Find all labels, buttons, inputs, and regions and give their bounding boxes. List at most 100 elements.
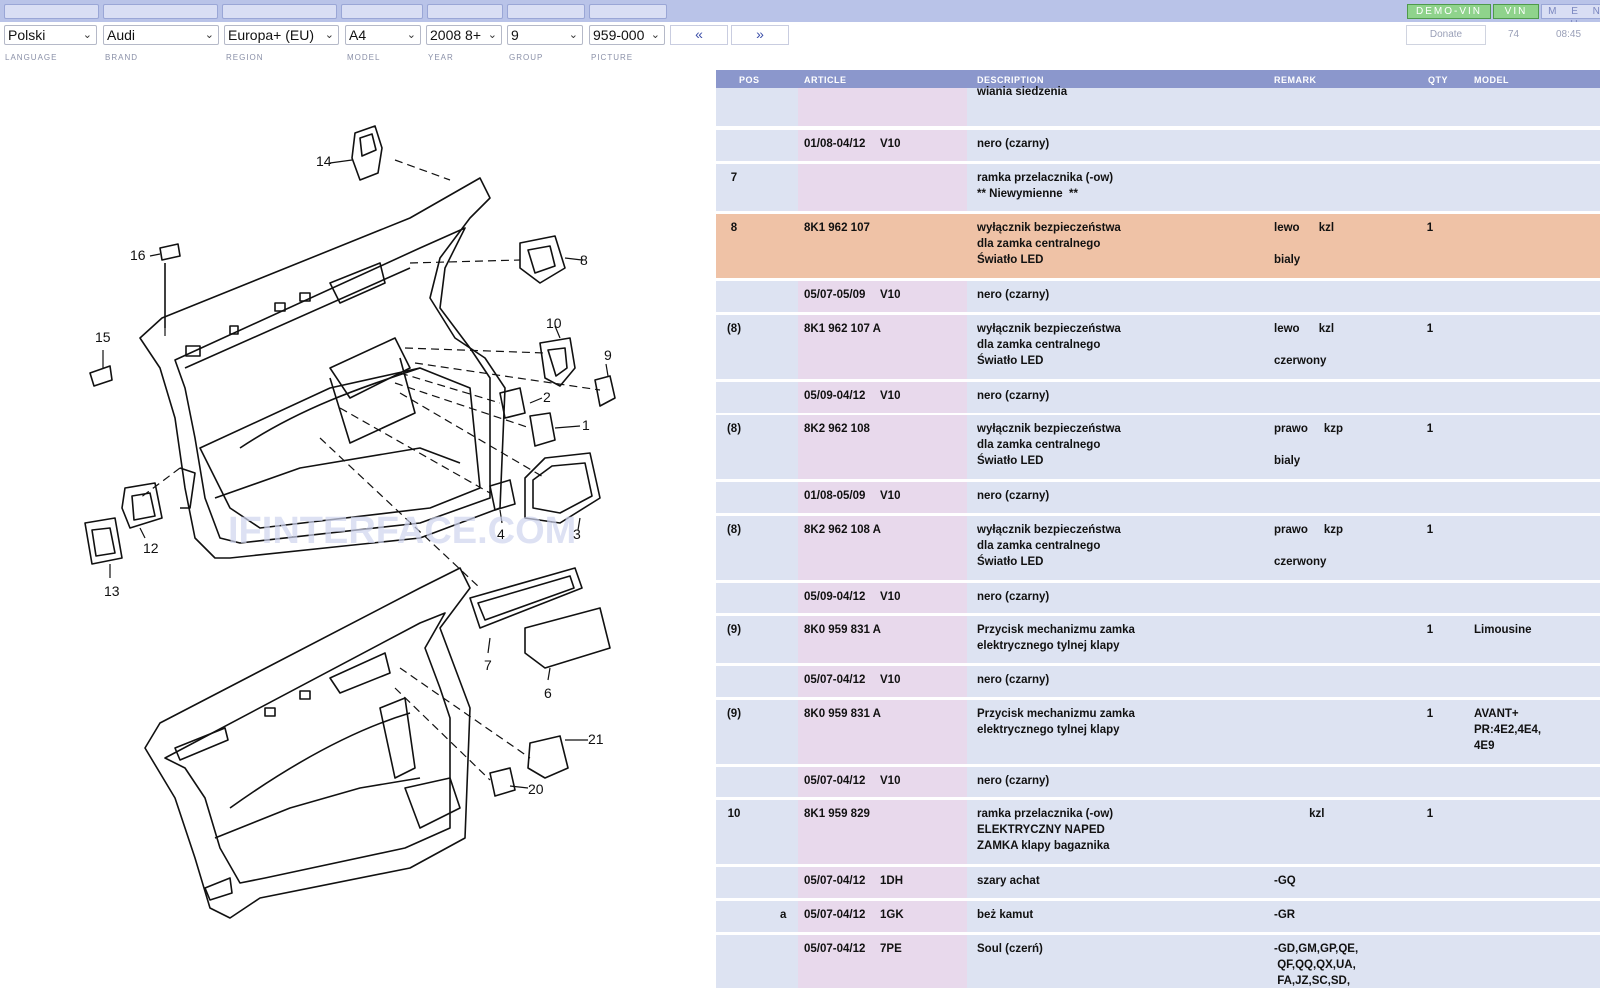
cell-code: 1DH — [880, 875, 904, 887]
callout-10[interactable]: 10 — [546, 315, 562, 331]
callout-20[interactable]: 20 — [528, 781, 544, 797]
cell-article[interactable]: 05/07-04/12 — [804, 775, 866, 787]
article-column-bg — [798, 130, 967, 161]
tab-7[interactable] — [589, 4, 667, 19]
parts-diagram[interactable]: IFINTERFACE.COM 14 16 15 8 10 9 2 1 12 1… — [0, 68, 716, 988]
menu-button[interactable]: M E N U — [1541, 4, 1600, 30]
demo-vin-button[interactable]: DEMO-VIN — [1407, 4, 1491, 19]
cell-article[interactable]: 05/07-04/12 — [804, 875, 866, 887]
table-row[interactable]: 05/09-04/12 V10 nero (czarny) — [716, 583, 1600, 616]
cell-article[interactable]: 8K1 962 107 A — [804, 323, 881, 335]
callout-16[interactable]: 16 — [130, 247, 146, 263]
cell-code: 7PE — [880, 943, 902, 955]
cell-model: AVANT+ PR:4E2,4E4, 4E9 — [1474, 708, 1542, 752]
cell-article[interactable]: 8K0 959 831 A — [804, 708, 881, 720]
vin-button[interactable]: VIN — [1493, 4, 1539, 19]
cell-article[interactable]: 8K0 959 831 A — [804, 624, 881, 636]
cell-description: wyłącznik bezpieczeństwa dla zamka centr… — [977, 524, 1121, 568]
time-label: 08:45 — [1556, 29, 1582, 40]
callout-9[interactable]: 9 — [604, 347, 612, 363]
chevron-down-icon: ⌄ — [324, 29, 334, 41]
region-select[interactable]: Europa+ (EU)⌄ — [224, 25, 339, 45]
cell-pos: 7 — [730, 172, 738, 184]
callout-6[interactable]: 6 — [544, 685, 552, 701]
callout-3[interactable]: 3 — [573, 526, 581, 542]
article-column-bg — [798, 901, 967, 932]
cell-description: nero (czarny) — [977, 591, 1050, 603]
tab-2[interactable] — [103, 4, 218, 19]
callout-12[interactable]: 12 — [143, 540, 159, 556]
cell-article[interactable]: 8K1 959 829 — [804, 808, 870, 820]
cell-description: Przycisk mechanizmu zamka elektrycznego … — [977, 708, 1135, 736]
callout-15[interactable]: 15 — [95, 329, 111, 345]
brand-select[interactable]: Audi⌄ — [103, 25, 219, 45]
table-row[interactable]: 7 ramka przelacznika (-ow) ** Niewymienne… — [716, 164, 1600, 214]
callout-21[interactable]: 21 — [588, 731, 604, 747]
cell-article[interactable]: 05/09-04/12 — [804, 591, 866, 603]
cell-article[interactable]: 8K1 962 107 — [804, 222, 870, 234]
callout-13[interactable]: 13 — [104, 583, 120, 599]
article-column-bg — [798, 867, 967, 898]
cell-description: Przycisk mechanizmu zamka elektrycznego … — [977, 624, 1135, 652]
callout-8[interactable]: 8 — [580, 252, 588, 268]
callout-14[interactable]: 14 — [316, 153, 332, 169]
cell-pos: 10 — [727, 808, 741, 820]
cell-remark: prawo kzp bialy — [1274, 423, 1344, 467]
cell-description: wyłącznik bezpieczeństwa dla zamka centr… — [977, 423, 1121, 467]
cell-description: beż kamut — [977, 909, 1034, 921]
cell-article[interactable]: 05/07-04/12 — [804, 943, 866, 955]
donate-button[interactable]: Donate — [1406, 25, 1486, 45]
cell-description: wiania siedzenia — [977, 86, 1068, 98]
watermark: IFINTERFACE.COM — [228, 510, 576, 552]
table-row[interactable]: wiania siedzenia — [716, 86, 1600, 129]
language-select[interactable]: Polski⌄ — [4, 25, 97, 45]
callout-2[interactable]: 2 — [543, 389, 551, 405]
tab-5[interactable] — [427, 4, 503, 19]
cell-article[interactable]: 05/07-04/12 — [804, 674, 866, 686]
callout-4[interactable]: 4 — [497, 526, 505, 542]
cell-description: ramka przelacznika (-ow) ** Niewymienne … — [977, 172, 1114, 200]
group-select[interactable]: 9⌄ — [507, 25, 583, 45]
chevron-down-icon: ⌄ — [204, 29, 214, 41]
tab-6[interactable] — [507, 4, 585, 19]
tab-1[interactable] — [4, 4, 99, 19]
article-column-bg — [798, 482, 967, 513]
article-column-bg — [798, 516, 967, 580]
article-column-bg — [798, 583, 967, 613]
article-column-bg — [798, 700, 967, 764]
cell-code: V10 — [880, 591, 901, 603]
cell-article[interactable]: 01/08-04/12 — [804, 138, 866, 150]
cell-article[interactable]: 05/09-04/12 — [804, 390, 866, 402]
year-select[interactable]: 2008 8+⌄ — [426, 25, 502, 45]
model-select[interactable]: A4⌄ — [345, 25, 421, 45]
tab-4[interactable] — [341, 4, 423, 19]
prev-picture-button[interactable]: « — [670, 25, 728, 45]
cell-article[interactable]: 01/08-05/09 — [804, 490, 866, 502]
cell-article[interactable]: 05/07-04/12 — [804, 909, 866, 921]
next-picture-button[interactable]: » — [731, 25, 789, 45]
tab-3[interactable] — [222, 4, 337, 19]
callout-1[interactable]: 1 — [582, 417, 590, 433]
cell-article[interactable]: 8K2 962 108 A — [804, 524, 881, 536]
cell-article[interactable]: 8K2 962 108 — [804, 423, 870, 435]
cell-description: Soul (czerń) — [977, 943, 1043, 955]
cell-article[interactable]: 05/07-05/09 — [804, 289, 866, 301]
picture-select[interactable]: 959-000⌄ — [589, 25, 665, 45]
callout-7[interactable]: 7 — [484, 657, 492, 673]
